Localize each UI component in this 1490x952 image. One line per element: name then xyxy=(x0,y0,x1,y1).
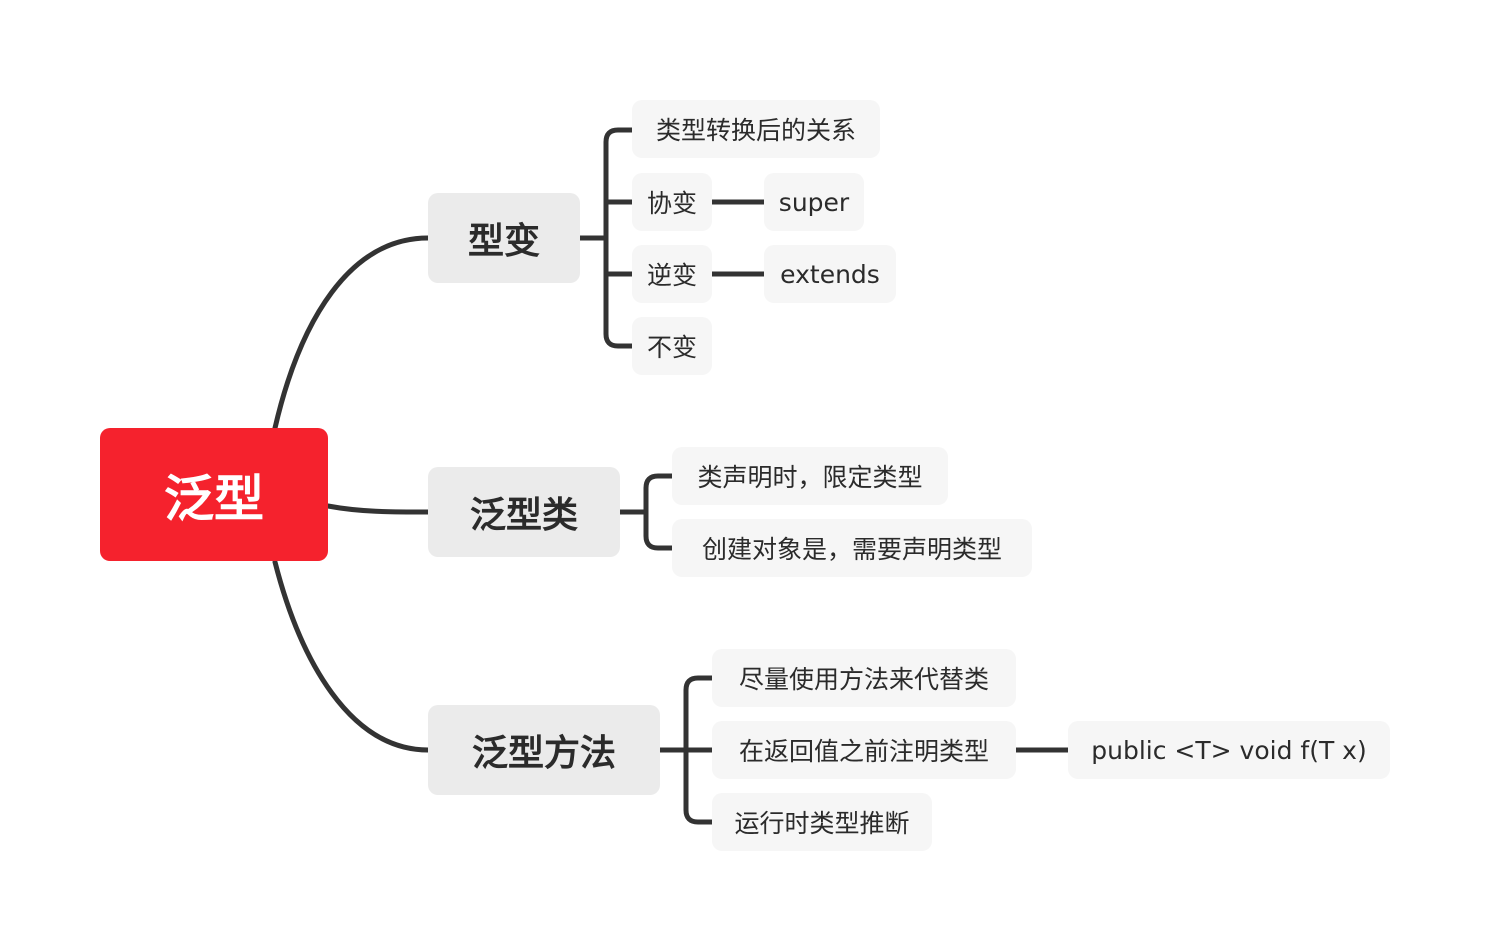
leaf-label: 创建对象是，需要声明类型 xyxy=(701,535,1002,564)
connector-root-generic-class xyxy=(325,503,431,515)
leaf-class-declaration-bound[interactable]: 类声明时，限定类型 xyxy=(672,447,948,505)
leaf-label: 类声明时，限定类型 xyxy=(697,463,923,492)
connector-generic-class-bracket xyxy=(617,473,675,551)
leaf-label: extends xyxy=(780,259,880,289)
leaf-label: 在返回值之前注明类型 xyxy=(738,737,989,766)
connector-root-variance xyxy=(272,235,431,431)
leaf-object-creation-declare[interactable]: 创建对象是，需要声明类型 xyxy=(672,519,1032,577)
leaf-contravariance[interactable]: 逆变 xyxy=(632,245,712,303)
leaf-invariance[interactable]: 不变 xyxy=(632,317,712,375)
leaf-label: 类型转换后的关系 xyxy=(655,116,856,145)
branch-generic-class-label: 泛型类 xyxy=(469,495,578,536)
leaf-extends[interactable]: extends xyxy=(764,245,896,303)
connector-generic-method-bracket xyxy=(657,675,715,825)
branch-generic-method[interactable]: 泛型方法 xyxy=(428,705,660,795)
branch-variance[interactable]: 型变 xyxy=(428,193,580,283)
leaf-type-conversion-relation[interactable]: 类型转换后的关系 xyxy=(632,100,880,158)
leaf-covariance[interactable]: 协变 xyxy=(632,173,712,231)
connector-variance-bracket xyxy=(577,127,635,349)
leaf-annotate-before-return[interactable]: 在返回值之前注明类型 xyxy=(712,721,1016,779)
leaf-label: 尽量使用方法来代替类 xyxy=(738,665,989,694)
connector-root-generic-method xyxy=(272,559,431,753)
branch-generic-class[interactable]: 泛型类 xyxy=(428,467,620,557)
branch-generic-method-label: 泛型方法 xyxy=(471,733,616,774)
leaf-prefer-methods[interactable]: 尽量使用方法来代替类 xyxy=(712,649,1016,707)
leaf-label: 不变 xyxy=(646,333,697,362)
leaf-label: public <T> void f(T x) xyxy=(1091,735,1367,765)
branch-variance-label: 型变 xyxy=(467,221,540,262)
leaf-label: 逆变 xyxy=(646,261,697,290)
root-node[interactable]: 泛型 xyxy=(100,428,328,561)
leaf-label: super xyxy=(778,187,850,217)
leaf-label: 协变 xyxy=(646,189,697,218)
leaf-super[interactable]: super xyxy=(764,173,864,231)
leaf-runtime-type-inference[interactable]: 运行时类型推断 xyxy=(712,793,932,851)
root-label: 泛型 xyxy=(164,469,264,528)
leaf-label: 运行时类型推断 xyxy=(734,809,910,838)
leaf-method-signature[interactable]: public <T> void f(T x) xyxy=(1068,721,1390,779)
